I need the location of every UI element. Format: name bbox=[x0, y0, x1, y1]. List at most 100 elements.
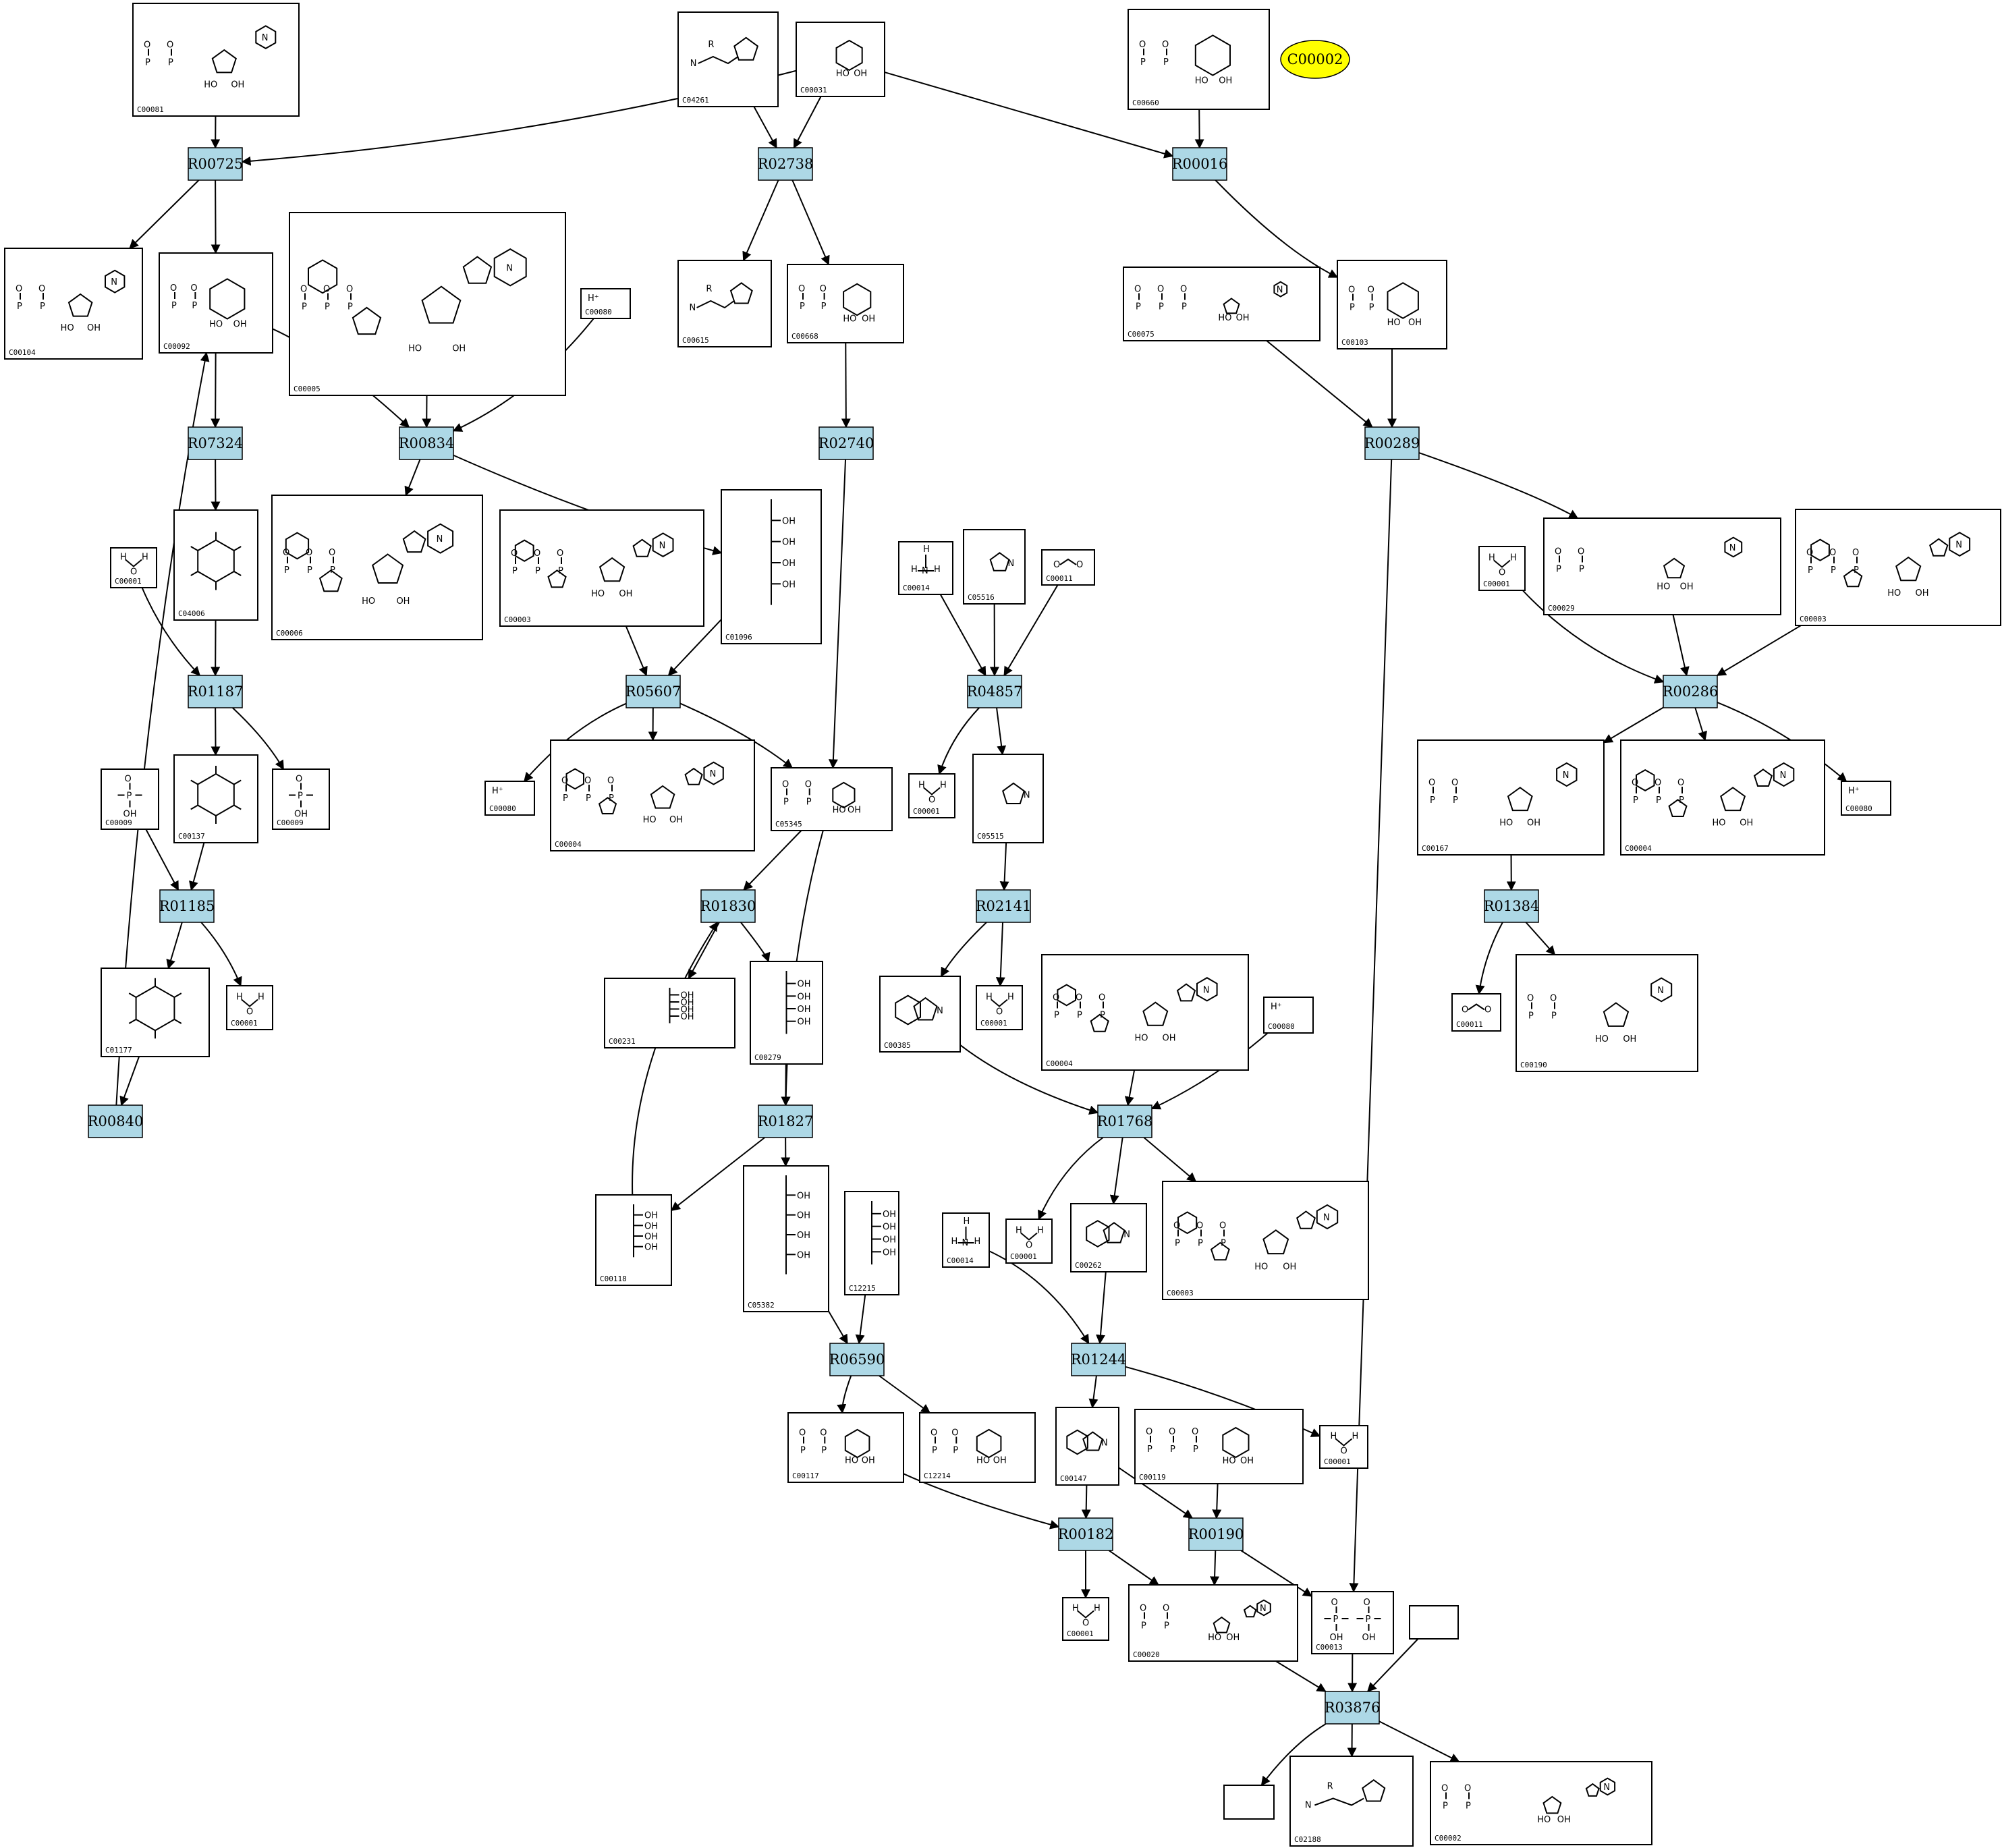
reaction-label: R01830 bbox=[700, 898, 756, 914]
reaction-R06590[interactable]: R06590 bbox=[829, 1343, 885, 1376]
edge-R04857-to-C05515 bbox=[996, 707, 1007, 756]
compound-C00080c[interactable]: H⁺C00080 bbox=[1841, 781, 1891, 816]
reaction-R00286[interactable]: R00286 bbox=[1663, 675, 1719, 708]
reaction-R03876[interactable]: R03876 bbox=[1325, 1691, 1381, 1725]
reaction-R00834[interactable]: R00834 bbox=[399, 426, 455, 460]
compound-C00080a[interactable]: H⁺C00080 bbox=[580, 288, 631, 319]
compound-C00137[interactable]: C00137 bbox=[173, 754, 258, 843]
svg-text:OH: OH bbox=[123, 810, 137, 820]
reaction-R01244[interactable]: R01244 bbox=[1071, 1343, 1127, 1376]
compound-C01177[interactable]: C01177 bbox=[101, 968, 210, 1057]
structure-icon: H⁺ bbox=[492, 786, 503, 796]
reaction-R00725[interactable]: R00725 bbox=[188, 147, 244, 181]
svg-text:O: O bbox=[16, 284, 22, 294]
compound-C00080b[interactable]: H⁺C00080 bbox=[484, 781, 535, 816]
compound-id-label: C12215 bbox=[849, 1284, 876, 1293]
compound-blank2[interactable] bbox=[1223, 1785, 1275, 1820]
reaction-R05607[interactable]: R05607 bbox=[625, 675, 682, 708]
compound-C00080d[interactable]: H⁺C00080 bbox=[1263, 997, 1314, 1034]
reaction-R01187[interactable]: R01187 bbox=[188, 675, 244, 708]
compound-box bbox=[1062, 1597, 1109, 1641]
reaction-R01827[interactable]: R01827 bbox=[758, 1104, 814, 1138]
svg-text:P: P bbox=[347, 302, 353, 312]
reaction-R01768[interactable]: R01768 bbox=[1097, 1104, 1153, 1138]
svg-text:HO: HO bbox=[1537, 1815, 1551, 1825]
highlighted-compound[interactable]: C00002 bbox=[1280, 40, 1350, 79]
reaction-R07324[interactable]: R07324 bbox=[188, 426, 244, 460]
compound-box bbox=[1841, 781, 1891, 816]
reaction-label: R07324 bbox=[188, 435, 244, 451]
reaction-R00182[interactable]: R00182 bbox=[1058, 1517, 1114, 1551]
compound-blank1[interactable] bbox=[1409, 1605, 1459, 1640]
reaction-R00190[interactable]: R00190 bbox=[1188, 1517, 1244, 1551]
reaction-R01830[interactable]: R01830 bbox=[700, 889, 756, 923]
reaction-R00840[interactable]: R00840 bbox=[88, 1104, 144, 1138]
compound-C04006[interactable]: C04006 bbox=[173, 509, 258, 621]
reaction-R01185[interactable]: R01185 bbox=[159, 889, 215, 923]
reaction-R04857[interactable]: R04857 bbox=[967, 675, 1023, 708]
reaction-R00016[interactable]: R00016 bbox=[1172, 147, 1228, 181]
reaction-R01384[interactable]: R01384 bbox=[1484, 889, 1540, 923]
reaction-R02740[interactable]: R02740 bbox=[818, 426, 874, 460]
reaction-R02738[interactable]: R02738 bbox=[758, 147, 814, 181]
reaction-R00289[interactable]: R00289 bbox=[1364, 426, 1420, 460]
reaction-R02141[interactable]: R02141 bbox=[976, 889, 1032, 923]
